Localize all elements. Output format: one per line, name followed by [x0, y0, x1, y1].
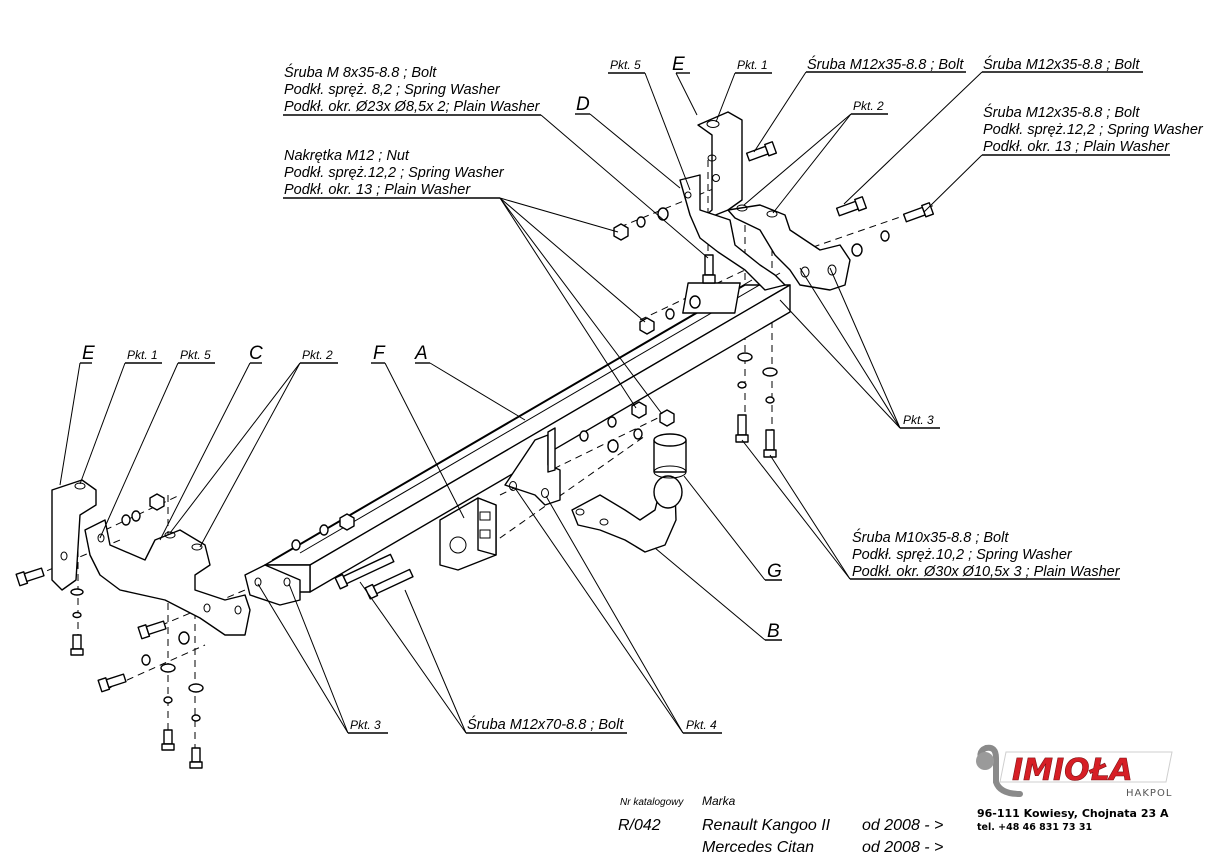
label-part-e-left: E [82, 343, 95, 364]
label-pkt5-top: Pkt. 5 [610, 58, 641, 72]
label-part-g: G [767, 561, 782, 582]
vehicle-1-years: od 2008 - > [862, 817, 943, 834]
bracket-c-left [84, 519, 251, 636]
point-labels: Pkt. 5 Pkt. 1 Pkt. 2 Pkt. 1 Pkt. 5 Pkt. … [127, 58, 934, 732]
label-plain-washer-23: Podkł. okr. Ø23x Ø8,5x 2; Plain Washer [284, 99, 541, 115]
label-pkt2-left: Pkt. 2 [302, 348, 333, 362]
label-pkt1-left: Pkt. 1 [127, 348, 158, 362]
imiola-logo: IMIOŁA HAKPOL 96-111 Kowiesy, Chojnata 2… [976, 744, 1173, 833]
label-part-b: B [767, 621, 780, 642]
vehicle-2-years: od 2008 - > [862, 839, 943, 856]
towball-g [653, 433, 687, 509]
catalog-marka-label: Marka [702, 794, 736, 808]
beam-left-end-plate [244, 564, 301, 606]
bracket-right-plate [727, 204, 851, 291]
label-plain-washer-13-left: Podkł. okr. 13 ; Plain Washer [284, 182, 471, 198]
towball-logo-icon [976, 744, 1023, 797]
label-spring-washer-8: Podkł. spręż. 8,2 ; Spring Washer [284, 82, 501, 98]
catalog-block: Nr katalogowy Marka R/042 Renault Kangoo… [618, 794, 943, 856]
label-part-d: D [576, 94, 590, 115]
label-pkt2-top: Pkt. 2 [853, 99, 884, 113]
label-spring-washer-12-right: Podkł. spręż.12,2 ; Spring Washer [983, 122, 1204, 138]
label-bolt-m12x70: Śruba M12x70-8.8 ; Bolt [467, 715, 624, 733]
label-part-c: C [249, 343, 263, 364]
label-plain-washer-13-right: Podkł. okr. 13 ; Plain Washer [983, 139, 1170, 155]
label-pkt5-left: Pkt. 5 [180, 348, 211, 362]
socket-plate-f [439, 497, 497, 571]
label-pkt1-top: Pkt. 1 [737, 58, 768, 72]
cross-beam [264, 272, 791, 593]
bracket-e-top [697, 111, 743, 223]
bracket-e-left [51, 479, 97, 591]
label-part-e-top: E [672, 54, 685, 75]
label-bolt-m10: Śruba M10x35-8.8 ; Bolt [852, 528, 1009, 546]
label-bolt-m12-a: Śruba M12x35-8.8 ; Bolt [807, 55, 964, 73]
leader-lines [59, 71, 1170, 734]
label-bolt-m12-c: Śruba M12x35-8.8 ; Bolt [983, 103, 1140, 121]
label-bolt-m12-b: Śruba M12x35-8.8 ; Bolt [983, 55, 1140, 73]
vehicle-2-name: Mercedes Citan [702, 839, 814, 856]
bracket-d [679, 174, 786, 291]
logo-sub: HAKPOL [1126, 788, 1172, 799]
fasteners [15, 141, 935, 769]
label-spring-washer-12-left: Podkł. spręż.12,2 ; Spring Washer [284, 165, 505, 181]
logo-address: 96-111 Kowiesy, Chojnata 23 A [977, 807, 1169, 820]
label-part-f: F [373, 343, 386, 364]
label-part-a: A [414, 343, 428, 364]
label-nut-m12: Nakrętka M12 ; Nut [284, 148, 410, 164]
fastener-labels: Śruba M 8x35-8.8 ; Bolt Podkł. spręż. 8,… [284, 55, 1204, 733]
catalog-number: R/042 [618, 817, 661, 834]
logo-phone: tel. +48 46 831 73 31 [977, 822, 1092, 833]
vehicle-1-name: Renault Kangoo II [702, 817, 831, 834]
label-pkt3-right: Pkt. 3 [903, 413, 934, 427]
center-mount-plates [504, 427, 561, 506]
part-letters: E D E C F A G B [82, 54, 782, 642]
logo-brand: IMIOŁA [1012, 753, 1133, 788]
label-bolt-m8: Śruba M 8x35-8.8 ; Bolt [284, 63, 437, 81]
label-pkt3-left: Pkt. 3 [350, 718, 381, 732]
catalog-nr-label: Nr katalogowy [620, 797, 684, 808]
label-spring-washer-10: Podkł. spręż.10,2 ; Spring Washer [852, 547, 1073, 563]
label-plain-washer-30: Podkł. okr. Ø30x Ø10,5x 3 ; Plain Washer [852, 564, 1121, 580]
label-pkt4: Pkt. 4 [686, 718, 717, 732]
